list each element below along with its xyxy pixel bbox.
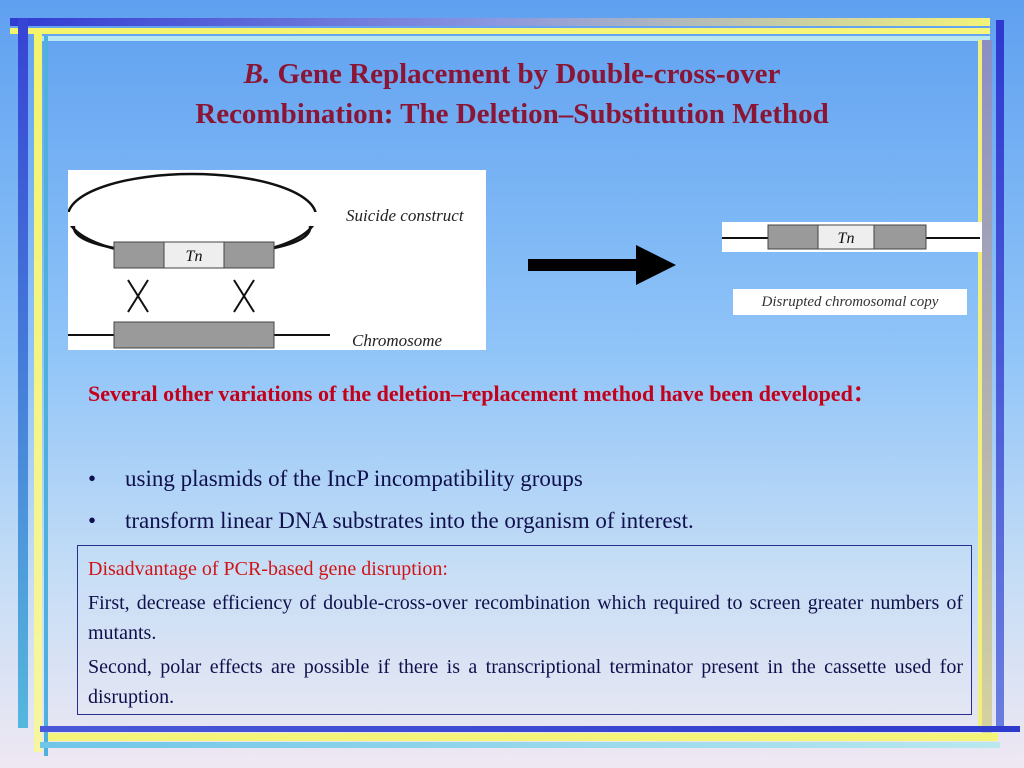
loop-mask <box>68 212 318 226</box>
disrupted-right-flank <box>873 224 927 250</box>
arrow-head <box>636 245 676 285</box>
disadvantage-first: First, decrease efficiency of double-cro… <box>88 592 963 644</box>
construct-right-flank <box>223 241 275 269</box>
bullet-item: • transform linear DNA substrates into th… <box>88 500 938 542</box>
chromosome-label: Chromosome <box>352 331 442 350</box>
bullet-dot-icon: • <box>88 466 97 491</box>
tn-label-right: Tn <box>838 230 855 247</box>
arrow-shaft <box>528 259 640 271</box>
frame-bar-bottom-cyan <box>40 742 1000 748</box>
chromosome-gene <box>113 321 275 349</box>
disrupted-copy-svg: Tn <box>722 224 980 250</box>
disadvantage-second: Second, polar effects are possible if th… <box>88 656 963 708</box>
disadvantage-heading: Disadvantage of PCR-based gene disruptio… <box>88 558 448 580</box>
method-bullet-list: • using plasmids of the IncP incompatibil… <box>88 458 938 542</box>
suicide-construct-label: Suicide construct <box>346 206 465 225</box>
intro-paragraph: Several other variations of the deletion… <box>88 381 875 406</box>
bullet-text: transform linear DNA substrates into the… <box>125 508 694 533</box>
frame-bar-right-yellow <box>978 40 983 730</box>
bullet-item: • using plasmids of the IncP incompatibil… <box>88 458 938 500</box>
frame-bar-left-cyan <box>44 36 48 756</box>
frame-bar-bottom-blue <box>40 726 1020 732</box>
frame-bar-top-blue <box>10 18 990 26</box>
result-arrow <box>528 245 678 292</box>
frame-bar-top-cyan <box>34 36 990 41</box>
bullet-text: using plasmids of the IncP incompatibili… <box>125 466 583 491</box>
crossover-left <box>127 279 149 313</box>
title-text: Gene Replacement by Double-cross-over Re… <box>195 58 829 130</box>
slide-title: B. Gene Replacement by Double-cross-over… <box>60 54 964 134</box>
construct-left-flank <box>113 241 165 269</box>
title-prefix: B. <box>243 58 271 90</box>
frame-bar-right-gray <box>982 40 992 740</box>
disrupted-copy-label: Disrupted chromosomal copy <box>733 289 967 315</box>
crossover-right <box>233 279 255 313</box>
loop-right-end <box>273 225 312 250</box>
frame-bar-right-blue <box>996 20 1004 730</box>
suicide-construct-diagram: Tn Suicide construct Chromosome <box>66 170 486 350</box>
tn-label: Tn <box>186 248 203 265</box>
suicide-construct-svg: Tn Suicide construct Chromosome <box>66 172 465 350</box>
loop-left-end <box>72 225 115 250</box>
disrupted-left-flank <box>767 224 819 250</box>
frame-bar-left-blue <box>18 18 28 728</box>
arrow-icon <box>528 245 676 285</box>
frame-bar-top-yellow <box>10 28 990 34</box>
frame-bar-bottom-yellow <box>48 733 998 741</box>
frame-bar-left-yellow <box>34 28 42 752</box>
disrupted-copy-diagram: Tn <box>722 222 982 252</box>
disadvantage-box: Disadvantage of PCR-based gene disruptio… <box>77 545 972 715</box>
bullet-dot-icon: • <box>88 508 97 533</box>
